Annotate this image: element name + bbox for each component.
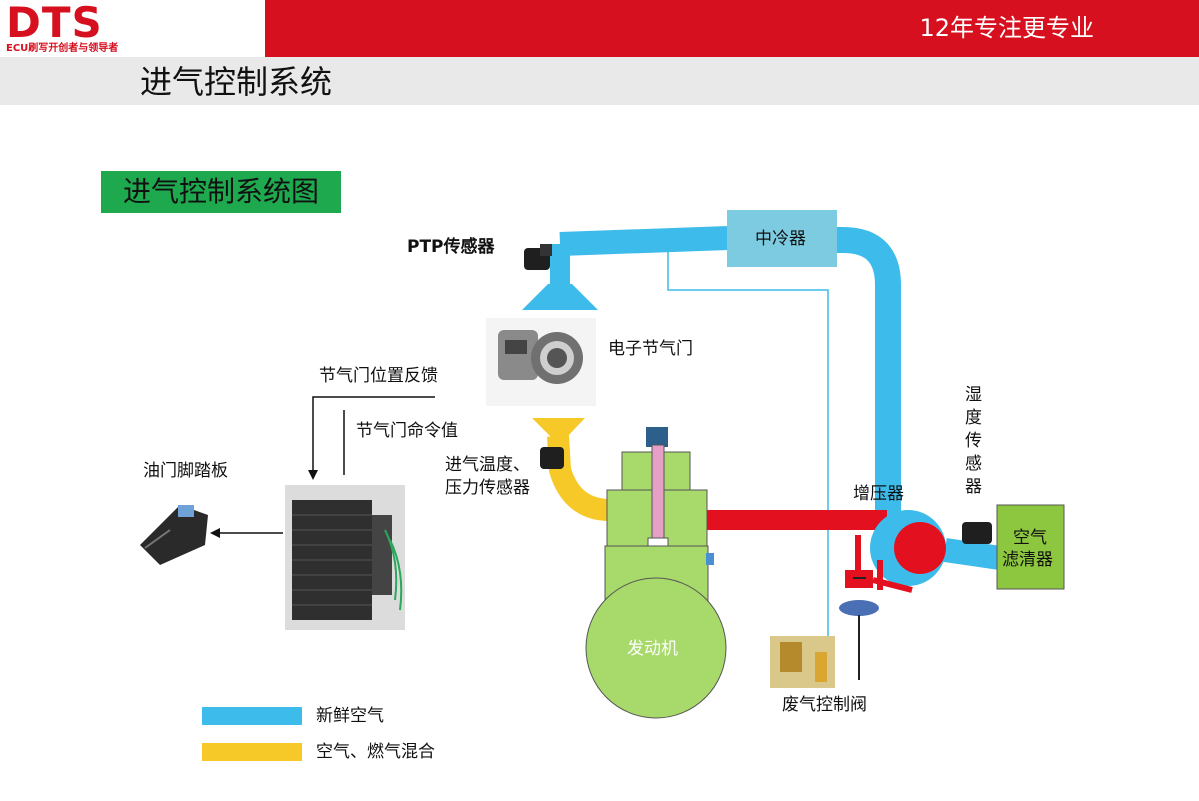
mixed-air-pipe bbox=[547, 435, 611, 521]
logo: DTS bbox=[6, 0, 103, 47]
engine-block bbox=[585, 427, 727, 719]
signal-line-ptp bbox=[667, 248, 829, 650]
mixed-air-funnel bbox=[532, 418, 585, 438]
label-air-filter-line2: 滤清器 bbox=[1002, 550, 1053, 570]
fresh-air-pipe-riser bbox=[835, 227, 901, 545]
fresh-air-pipe-top bbox=[559, 226, 729, 256]
title-band bbox=[0, 57, 1199, 105]
fresh-air-pipe-filter bbox=[943, 538, 1002, 570]
legend-label-fresh-air: 新鲜空气 bbox=[316, 706, 384, 726]
label-humidity-sensor: 湿度传感器 bbox=[965, 385, 982, 497]
label-air-filter-line1: 空气 bbox=[1013, 528, 1047, 548]
air-filter-box bbox=[996, 504, 1065, 590]
label-electronic-throttle: 电子节气门 bbox=[608, 339, 693, 359]
diagram-title: 进气控制系统图 bbox=[101, 171, 341, 213]
legend-swatch-fresh-air bbox=[202, 707, 302, 725]
intake-sensor-icon bbox=[540, 447, 564, 469]
ecu-module bbox=[285, 485, 405, 630]
label-accelerator-pedal: 油门脚踏板 bbox=[143, 461, 228, 481]
feedback-line bbox=[312, 396, 435, 475]
label-intercooler: 中冷器 bbox=[755, 229, 806, 249]
label-throttle-command: 节气门命令值 bbox=[356, 421, 458, 441]
fresh-air-pipe-drop bbox=[550, 244, 570, 289]
label-wastegate-valve: 废气控制阀 bbox=[782, 695, 867, 715]
legend-label-mixed: 空气、燃气混合 bbox=[316, 742, 435, 762]
humidity-sensor-icon bbox=[962, 522, 992, 544]
throttle-inlet-funnel bbox=[522, 284, 598, 310]
feedback-arrowhead bbox=[308, 470, 318, 480]
logo-tagline: ECU刷写开创者与领导者 bbox=[6, 43, 119, 54]
header-bar bbox=[265, 0, 1199, 57]
header-slogan: 12年专注更专业 bbox=[919, 14, 1094, 42]
label-intake-sensor-line2: 压力传感器 bbox=[445, 478, 530, 498]
legend-swatch-mixed bbox=[202, 743, 302, 761]
label-intake-sensor-line1: 进气温度、 bbox=[445, 455, 530, 475]
pedal-arrowhead bbox=[210, 528, 220, 538]
label-turbocharger: 增压器 bbox=[853, 484, 904, 504]
exhaust-pipe bbox=[707, 510, 887, 530]
label-throttle-position-feedback: 节气门位置反馈 bbox=[319, 366, 438, 386]
ptp-sensor-icon bbox=[524, 244, 552, 270]
page-title: 进气控制系统 bbox=[140, 63, 333, 101]
wastegate-assembly bbox=[770, 535, 913, 688]
accelerator-pedal-image bbox=[140, 505, 208, 565]
turbocharger bbox=[870, 510, 946, 590]
label-engine: 发动机 bbox=[627, 639, 678, 659]
intercooler-box bbox=[727, 210, 837, 267]
label-ptp-sensor: PTP传感器 bbox=[407, 237, 495, 257]
electronic-throttle-image bbox=[486, 318, 596, 406]
